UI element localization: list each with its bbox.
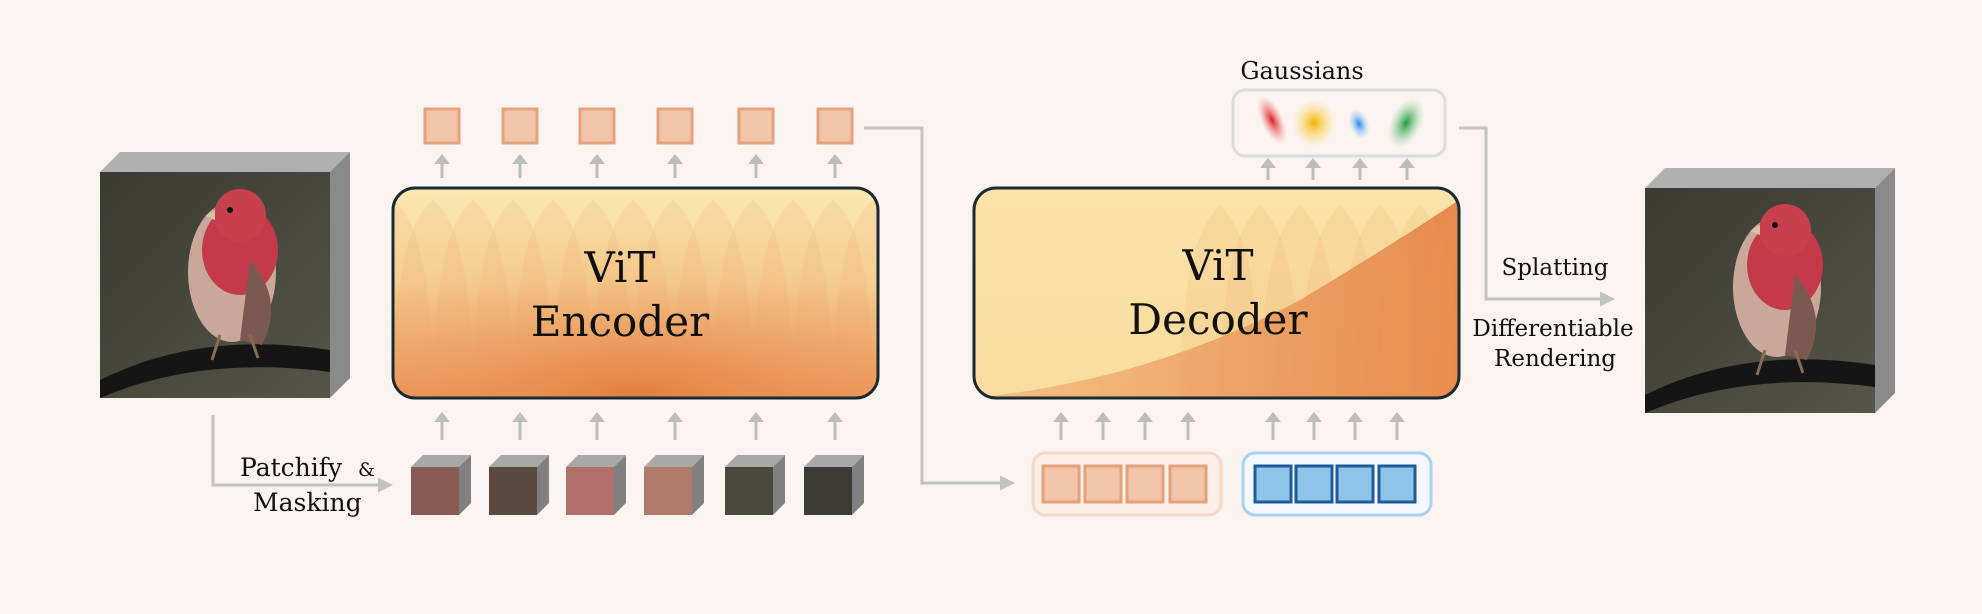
up-arrow — [589, 412, 605, 440]
vit-decoder-block: ViT Decoder — [972, 186, 1461, 400]
latent-token — [1041, 464, 1081, 504]
up-arrow — [1265, 412, 1281, 440]
up-arrow — [1260, 158, 1276, 180]
latent-token — [1168, 464, 1208, 504]
encoder-token — [737, 107, 775, 145]
up-arrow — [827, 154, 843, 178]
rendering-label-line2: Rendering — [1494, 346, 1616, 372]
output-image-cube — [1645, 168, 1895, 413]
rendered-bird-image — [1645, 204, 1875, 413]
patch-cube — [566, 455, 626, 515]
gaussian-red — [1257, 95, 1287, 145]
splatting-label: Splatting — [1502, 255, 1609, 281]
up-arrow — [1389, 412, 1405, 440]
encoder-title-line1: ViT — [583, 243, 655, 292]
up-arrow — [1137, 412, 1153, 440]
up-arrow — [434, 154, 450, 178]
encoder-output-arrows — [434, 154, 843, 178]
patchify-arrow — [211, 415, 393, 493]
gaussian-green — [1387, 97, 1425, 149]
up-arrow — [748, 412, 764, 440]
input-image-cube — [100, 152, 350, 398]
encoder-input-arrows — [434, 412, 843, 440]
up-arrow — [589, 154, 605, 178]
decoder-input-arrows — [1053, 412, 1405, 440]
up-arrow — [1095, 412, 1111, 440]
up-arrow — [748, 154, 764, 178]
gaussians-box — [1231, 88, 1447, 158]
latent-token — [1125, 464, 1165, 504]
encoder-token — [578, 107, 616, 145]
decoder-title-line2: Decoder — [1128, 295, 1308, 344]
up-arrow — [667, 154, 683, 178]
up-arrow — [827, 412, 843, 440]
encoder-token — [501, 107, 539, 145]
patch-cube — [411, 455, 471, 515]
patch-cube — [804, 455, 864, 515]
decoder-input-latent-tokens — [1031, 451, 1223, 517]
patchify-amp: & — [358, 459, 375, 481]
gaussian-blue — [1348, 108, 1370, 140]
gaussian-yellow — [1292, 99, 1336, 147]
splatting-arrow — [1459, 126, 1615, 307]
query-token — [1377, 464, 1417, 504]
patch-cube — [489, 455, 549, 515]
encoder-title-line2: Encoder — [531, 297, 710, 346]
encoder-token — [423, 107, 461, 145]
patch-cube — [725, 455, 785, 515]
decoder-title-line1: ViT — [1181, 241, 1253, 290]
up-arrow — [1347, 412, 1363, 440]
decoder-output-arrows — [1260, 158, 1415, 180]
up-arrow — [1399, 158, 1415, 180]
up-arrow — [434, 412, 450, 440]
gaussians-label: Gaussians — [1240, 57, 1363, 85]
encoder-output-tokens — [423, 107, 854, 145]
encoder-token — [816, 107, 854, 145]
vit-encoder-block: ViT Encoder — [391, 186, 880, 400]
masking-label: Masking — [253, 488, 362, 517]
query-token — [1294, 464, 1334, 504]
masked-patches — [411, 455, 864, 515]
up-arrow — [1306, 412, 1322, 440]
bird-image — [100, 189, 330, 398]
decoder-input-query-tokens — [1241, 451, 1433, 517]
up-arrow — [1305, 158, 1321, 180]
rendering-label-line1: Differentiable — [1472, 316, 1633, 342]
up-arrow — [512, 154, 528, 178]
up-arrow — [512, 412, 528, 440]
up-arrow — [1180, 412, 1196, 440]
query-token — [1253, 464, 1293, 504]
up-arrow — [1053, 412, 1069, 440]
up-arrow — [1352, 158, 1368, 180]
up-arrow — [667, 412, 683, 440]
latent-token — [1083, 464, 1123, 504]
latent-connector-arrow — [864, 126, 1015, 491]
patch-cube — [644, 455, 704, 515]
encoder-token — [656, 107, 694, 145]
patchify-label: Patchify — [240, 453, 343, 482]
query-token — [1335, 464, 1375, 504]
